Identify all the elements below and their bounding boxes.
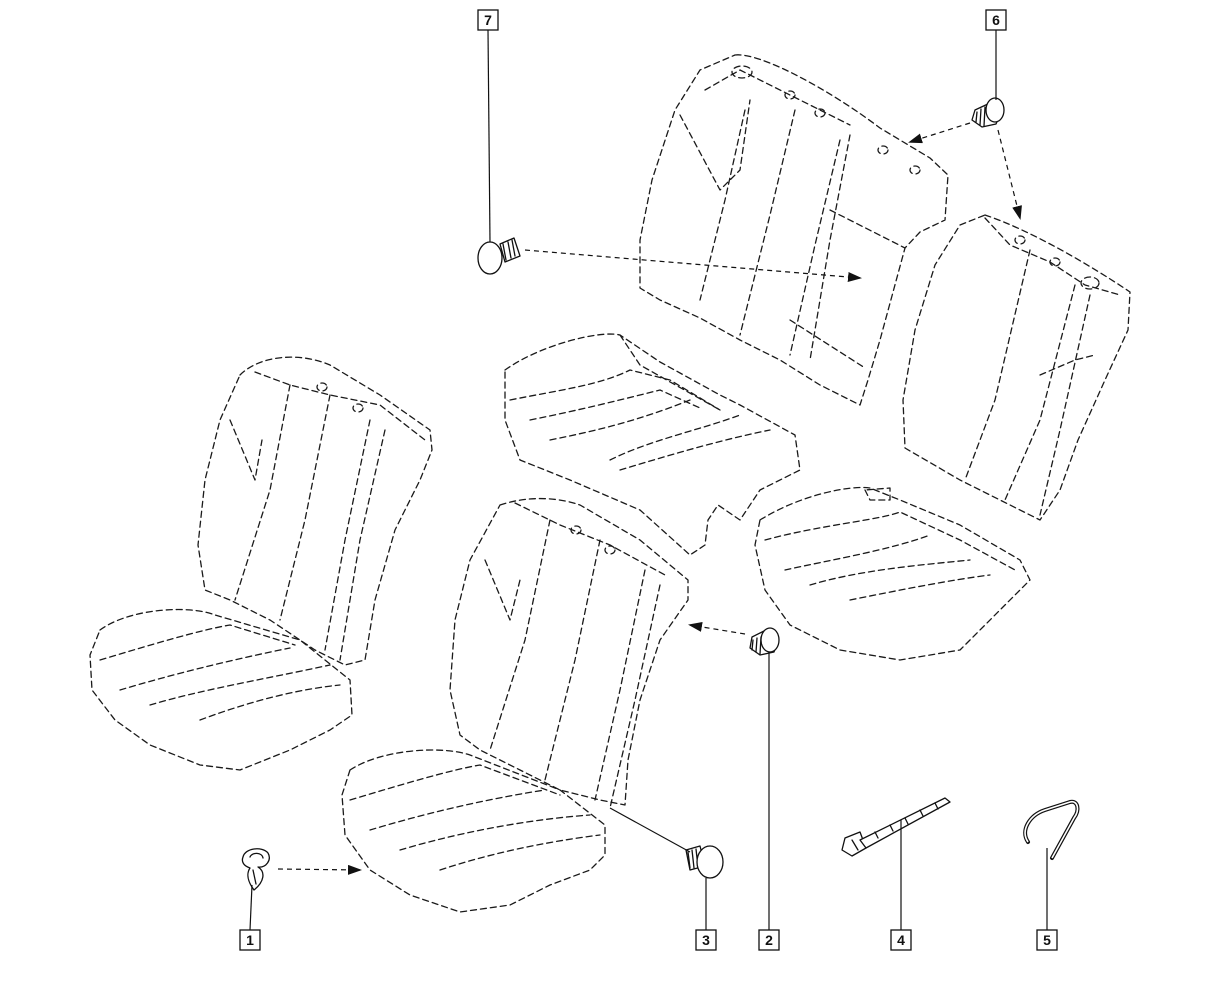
svg-text:1: 1 — [246, 932, 254, 948]
svg-text:4: 4 — [897, 932, 905, 948]
rear-backrest-small — [902, 214, 1131, 521]
assembly-arrows — [277, 122, 1022, 875]
svg-text:5: 5 — [1043, 932, 1051, 948]
rear-cushion-left — [504, 333, 801, 556]
screw-part-6[interactable] — [971, 97, 1005, 128]
callout-3: 3 — [695, 929, 717, 951]
svg-text:3: 3 — [702, 932, 710, 948]
screw-part-2[interactable] — [749, 627, 780, 656]
front-seat-center — [341, 497, 689, 913]
arrow-screw6-to-backrest-small — [997, 129, 1022, 220]
rear-cushion-right — [754, 486, 1031, 661]
leader-lines — [249, 29, 1048, 931]
callout-7: 7 — [477, 9, 499, 31]
callout-2: 2 — [758, 929, 780, 951]
callout-1: 1 — [239, 929, 261, 951]
push-rivet-part-3[interactable] — [685, 845, 724, 879]
rear-backrest-large — [639, 54, 949, 406]
callout-6: 6 — [985, 9, 1007, 31]
arrow-clip-to-seat — [277, 864, 362, 875]
callout-4: 4 — [890, 929, 912, 951]
cable-tie-part-4[interactable] — [841, 797, 951, 857]
push-rivet-part-7[interactable] — [477, 237, 521, 275]
svg-text:2: 2 — [765, 932, 773, 948]
svg-text:6: 6 — [992, 12, 1000, 28]
front-seat-left — [89, 356, 433, 771]
arrow-rivet7-to-backrest — [524, 249, 862, 282]
svg-text:7: 7 — [484, 12, 492, 28]
hook-part-5[interactable] — [1023, 799, 1080, 860]
arrow-screw2-to-backrest — [688, 622, 746, 635]
clip-part[interactable] — [241, 848, 270, 891]
callout-5: 5 — [1036, 929, 1058, 951]
arrow-screw6-to-backrest-large — [908, 122, 971, 144]
